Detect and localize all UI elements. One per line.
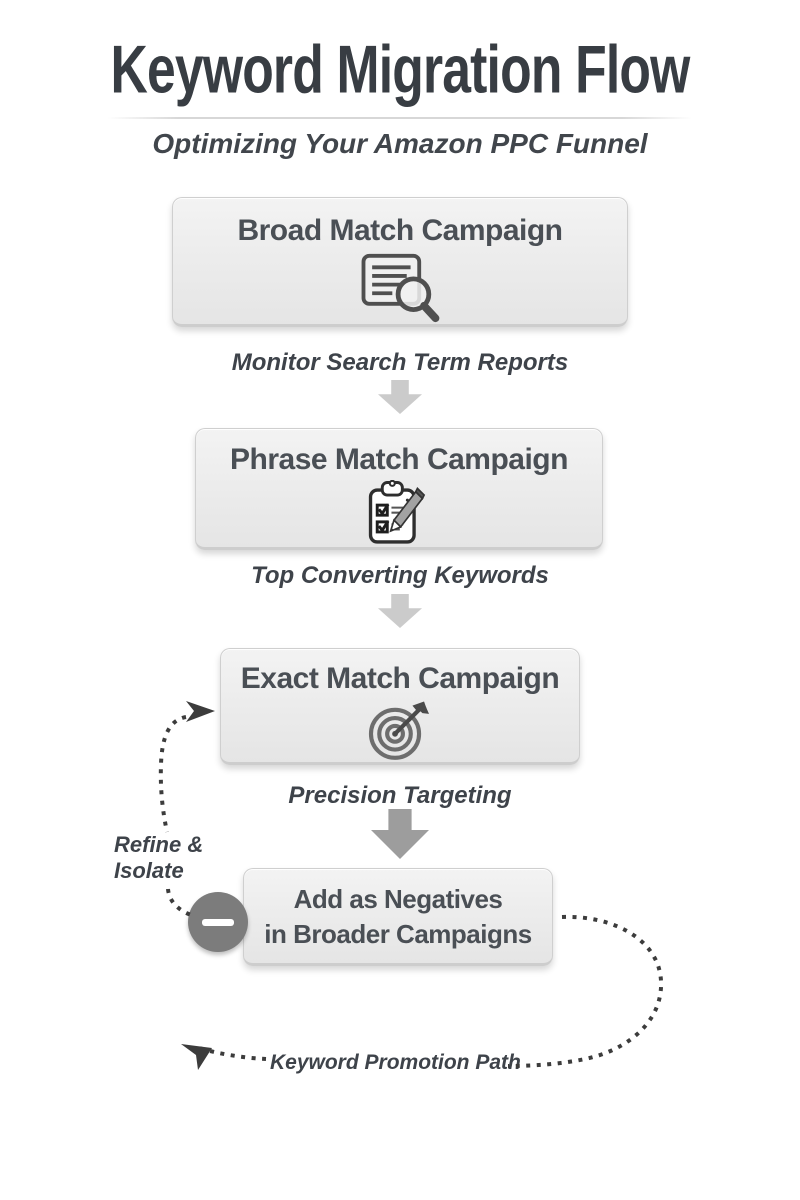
flow-box-broad-match: Broad Match Campaign — [172, 197, 628, 327]
keyword-promotion-path-label: Keyword Promotion Path — [270, 1051, 521, 1074]
flow-box-phrase-match: Phrase Match Campaign — [195, 428, 603, 550]
flow-box-exact-match: Exact Match Campaign — [220, 648, 580, 765]
page-subtitle: Optimizing Your Amazon PPC Funnel — [152, 128, 648, 159]
down-arrow-icon — [378, 380, 422, 414]
search-report-icon — [361, 253, 440, 323]
minus-bar — [202, 918, 234, 926]
step-label-converting: Top Converting Keywords — [251, 562, 549, 589]
arrowhead-promotion-path — [181, 1044, 212, 1070]
refine-line2: Isolate — [114, 857, 184, 883]
box-heading-line1: Add as Negatives — [293, 884, 503, 914]
step-label-monitor: Monitor Search Term Reports — [231, 349, 569, 376]
title-divider — [108, 117, 692, 119]
box-heading: Phrase Match Campaign — [230, 443, 568, 476]
down-arrow-icon — [371, 809, 429, 859]
box-heading: Exact Match Campaign — [240, 662, 560, 695]
minus-circle-icon — [188, 892, 248, 952]
down-arrow-icon — [378, 594, 422, 628]
refine-dotted-line-upper — [158, 715, 187, 833]
clipboard-pencil-icon — [368, 480, 426, 544]
refine-line1: Refine & — [114, 832, 204, 857]
flow-box-add-negatives: Add as Negatives in Broader Campaigns — [243, 868, 553, 966]
target-dart-icon — [368, 701, 430, 760]
arrowhead-into-exact-match — [186, 701, 215, 722]
step-label-precision: Precision Targeting — [288, 782, 512, 809]
page-title: Keyword Migration Flow — [110, 32, 691, 108]
refine-isolate-label: Refine & Isolate — [114, 832, 224, 884]
box-heading-line2: in Broader Campaigns — [264, 919, 532, 950]
box-heading: Broad Match Campaign — [237, 214, 563, 247]
promotion-dotted-line-left — [198, 1046, 267, 1061]
box-heading: Add as Negatives in Broader Campaigns — [264, 882, 532, 952]
